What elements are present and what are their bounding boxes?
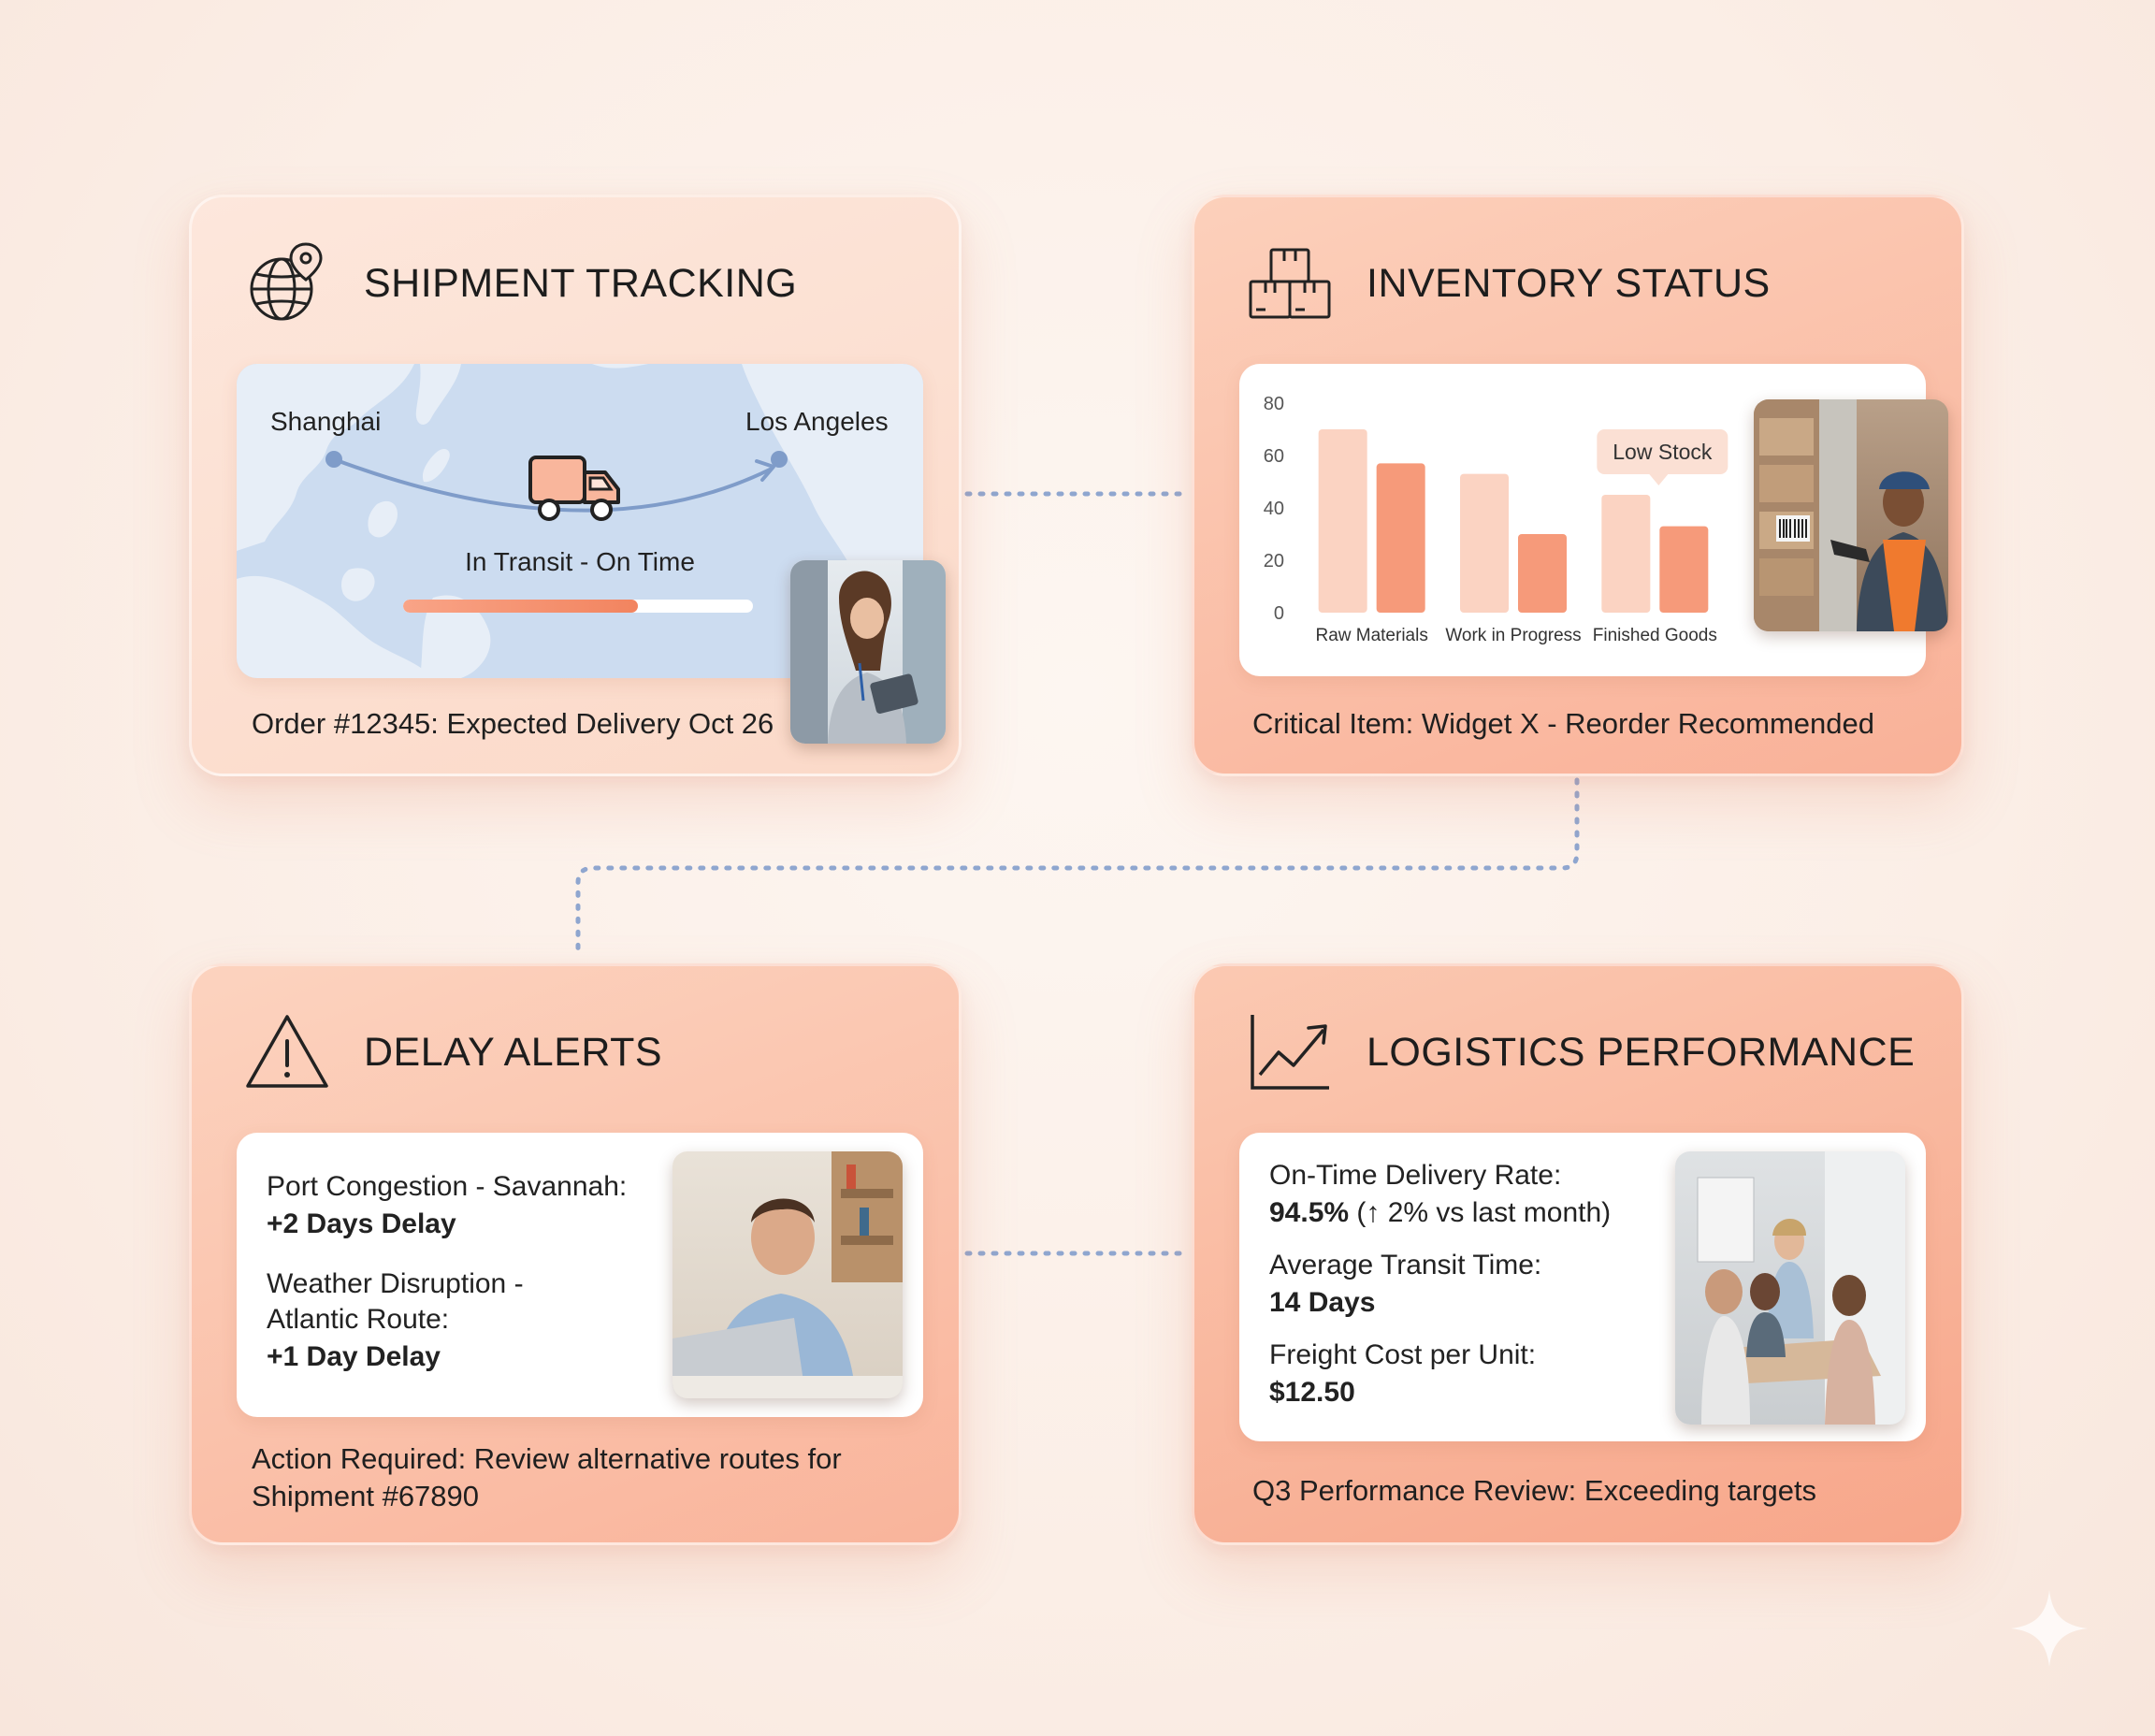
globe-pin-icon: [250, 242, 323, 321]
transit-progress-fill: [403, 600, 638, 613]
bar: [1659, 526, 1709, 613]
origin-label: Shanghai: [270, 407, 382, 436]
warning-triangle-icon: [246, 1015, 328, 1088]
delay-alerts-card[interactable]: DELAY ALERTS Port Congestion - Savannah:…: [189, 963, 962, 1545]
on-time-rate-change: (↑ 2% vs last month): [1349, 1197, 1612, 1228]
inventory-footer: Critical Item: Widget X - Reorder Recomm…: [1252, 707, 1875, 740]
truck-icon: [528, 456, 620, 521]
freight-cost-value: $12.50: [1269, 1377, 1355, 1408]
transit-time-label: Average Transit Time:: [1269, 1250, 1542, 1280]
card-title: LOGISTICS PERFORMANCE: [1367, 1029, 1916, 1075]
trend-up-chart-icon: [1251, 1015, 1329, 1090]
team-meeting-photo: [1675, 1151, 1905, 1425]
transit-progress-bar: [403, 600, 753, 613]
x-tick-label: Finished Goods: [1593, 626, 1717, 645]
woman-with-tablet-photo: [790, 560, 946, 744]
transit-status: In Transit - On Time: [465, 547, 695, 576]
connector-inventory-delay: [575, 777, 1580, 961]
shipment-footer: Order #12345: Expected Delivery Oct 26: [252, 707, 774, 740]
shipment-tracking-card[interactable]: SHIPMENT TRACKING Shanghai Los Angeles: [189, 195, 962, 776]
card-header: INVENTORY STATUS: [1247, 237, 1771, 330]
alert-1-title: Port Congestion - Savannah:: [267, 1171, 628, 1202]
alert-2-delay: +1 Day Delay: [267, 1341, 441, 1372]
man-with-laptop-photo: [673, 1151, 903, 1398]
x-tick-label: Work in Progress: [1445, 626, 1581, 645]
transit-time-value: 14 Days: [1269, 1287, 1376, 1318]
delay-alerts-panel[interactable]: Port Congestion - Savannah: +2 Days Dela…: [237, 1133, 923, 1417]
sparkle-icon: [2011, 1590, 2088, 1667]
y-tick-label: 60: [1264, 446, 1284, 467]
bar: [1318, 429, 1367, 613]
delay-footer-line-2: Shipment #67890: [252, 1480, 480, 1512]
bar: [1518, 534, 1567, 613]
card-header: SHIPMENT TRACKING: [244, 237, 797, 330]
bar: [1460, 473, 1509, 613]
alert-1-delay: +2 Days Delay: [267, 1208, 456, 1239]
x-tick-label: Raw Materials: [1315, 626, 1427, 645]
bar: [1376, 463, 1425, 613]
y-tick-label: 0: [1274, 603, 1284, 624]
card-title: SHIPMENT TRACKING: [364, 260, 798, 306]
y-tick-label: 80: [1264, 394, 1284, 414]
card-title: DELAY ALERTS: [364, 1029, 663, 1075]
boxes-icon: [1249, 248, 1331, 319]
destination-label: Los Angeles: [745, 407, 889, 436]
on-time-rate-label: On-Time Delivery Rate:: [1269, 1160, 1562, 1191]
performance-footer: Q3 Performance Review: Exceeding targets: [1252, 1474, 1817, 1507]
card-header: DELAY ALERTS: [244, 1005, 662, 1099]
on-time-rate-number: 94.5%: [1269, 1197, 1350, 1228]
alert-2-title: Weather Disruption -: [267, 1268, 524, 1299]
card-header: LOGISTICS PERFORMANCE: [1247, 1005, 1915, 1099]
low-stock-callout: Low Stock: [1613, 440, 1713, 464]
delay-footer-line-1: Action Required: Review alternative rout…: [252, 1442, 842, 1475]
card-title: INVENTORY STATUS: [1367, 260, 1771, 306]
alert-2-route: Atlantic Route:: [267, 1304, 450, 1335]
logistics-performance-card[interactable]: LOGISTICS PERFORMANCE On-Time Delivery R…: [1192, 963, 1964, 1545]
y-tick-label: 40: [1264, 499, 1284, 519]
y-tick-label: 20: [1264, 551, 1284, 571]
performance-metrics-panel[interactable]: On-Time Delivery Rate: 94.5% (↑ 2% vs la…: [1239, 1133, 1926, 1441]
low-stock-callout-pointer: [1649, 474, 1669, 485]
freight-cost-label: Freight Cost per Unit:: [1269, 1339, 1537, 1370]
route-arc: [325, 451, 788, 513]
low-stock-callout-box: [1597, 429, 1728, 474]
on-time-rate-value: 94.5% (↑ 2% vs last month): [1269, 1194, 1611, 1232]
bar: [1601, 495, 1651, 613]
warehouse-worker-scanner-photo: [1754, 399, 1948, 631]
